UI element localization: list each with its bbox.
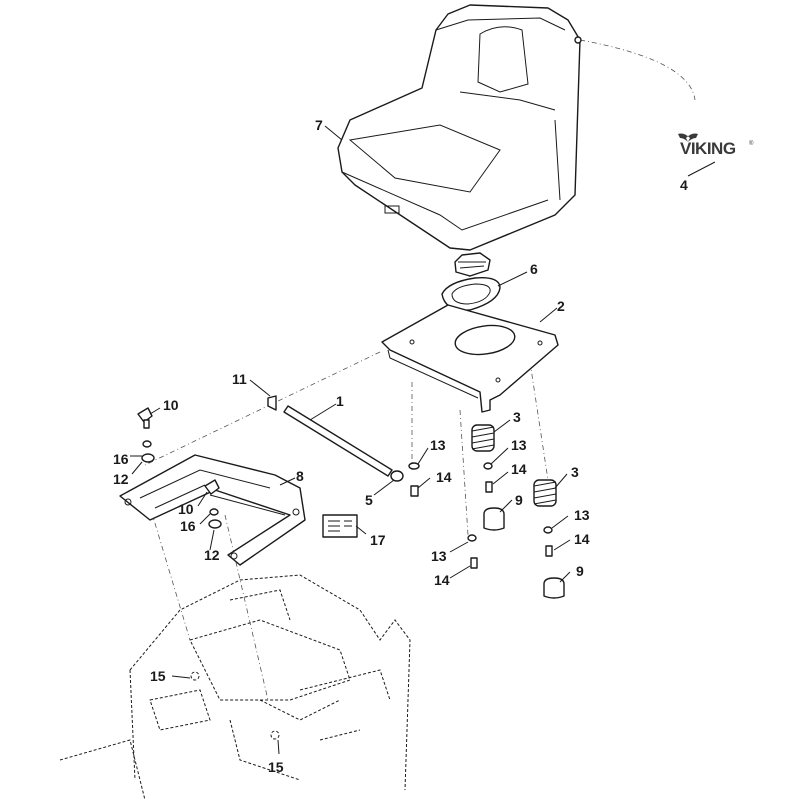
callout-10-bottom: 10 (178, 501, 194, 517)
callout-16-bottom: 16 (180, 518, 196, 534)
callout-1: 1 (336, 393, 344, 409)
callout-13-d: 13 (431, 548, 447, 564)
callout-12-bottom: 12 (204, 547, 220, 563)
leader-lines (130, 125, 716, 755)
fasteners-left (137, 407, 222, 529)
viking-horns-icon (678, 133, 698, 142)
seat-plate (381, 304, 559, 413)
callout-15-bottom: 15 (268, 759, 284, 775)
callout-13-b: 13 (511, 437, 527, 453)
logo-registered-mark: ® (749, 140, 754, 147)
seat-bracket (119, 454, 306, 566)
seat (337, 4, 582, 251)
tractor-frame (59, 574, 411, 800)
callout-2: 2 (557, 298, 565, 314)
callout-17: 17 (370, 532, 386, 548)
callout-9-left: 9 (515, 492, 523, 508)
rod-assembly (267, 395, 404, 482)
decal-label (322, 514, 358, 538)
suspension-parts (408, 424, 565, 599)
callout-9-right: 9 (576, 563, 584, 579)
callout-16-top: 16 (113, 451, 129, 467)
callout-14-a: 14 (436, 469, 452, 485)
callout-3-left: 3 (513, 409, 521, 425)
callout-4: 4 (680, 177, 688, 193)
callout-6: 6 (530, 261, 538, 277)
logo-text: VIKING (680, 139, 736, 158)
callout-12-top: 12 (113, 471, 129, 487)
alignment-lines (144, 39, 696, 701)
viking-logo: VIKING ® (678, 133, 754, 158)
callout-13-a: 13 (430, 437, 446, 453)
callout-11: 11 (232, 371, 247, 387)
callout-14-d: 14 (434, 572, 450, 588)
callout-8: 8 (296, 468, 304, 484)
callout-13-c: 13 (574, 507, 590, 523)
callout-5: 5 (365, 492, 373, 508)
callout-14-c: 14 (574, 531, 590, 547)
callout-14-b: 14 (511, 461, 527, 477)
callout-7: 7 (315, 117, 323, 133)
callout-15-top: 15 (150, 668, 166, 684)
callout-3-right: 3 (571, 464, 579, 480)
seat-adjuster (441, 252, 501, 311)
callout-10-top: 10 (163, 397, 179, 413)
callout-numbers: 7 4 6 2 11 1 10 16 12 8 5 10 16 12 17 13… (113, 117, 688, 775)
